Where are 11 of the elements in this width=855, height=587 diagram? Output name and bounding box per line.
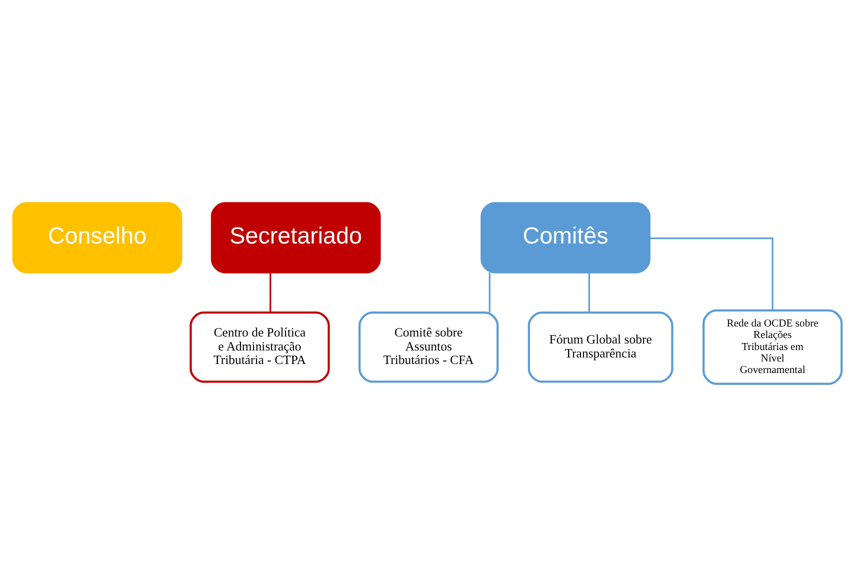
connector [270, 272, 272, 312]
node-box: Comitês [480, 202, 650, 274]
node-box: Comitê sobre Assuntos Tributários - CFA [358, 312, 499, 383]
connector [649, 237, 774, 310]
connector [488, 272, 490, 312]
node-box: Rede da OCDE sobre Relações Tributárias em Nível Governamental [702, 309, 843, 385]
node-box: Conselho [12, 202, 182, 274]
node-box: Secretariado [210, 202, 381, 274]
node-box: Fórum Global sobre Transparência [528, 312, 674, 383]
connector [588, 272, 590, 312]
node-box: Centro de Política e Administração Tributária - CTPA [190, 312, 330, 383]
